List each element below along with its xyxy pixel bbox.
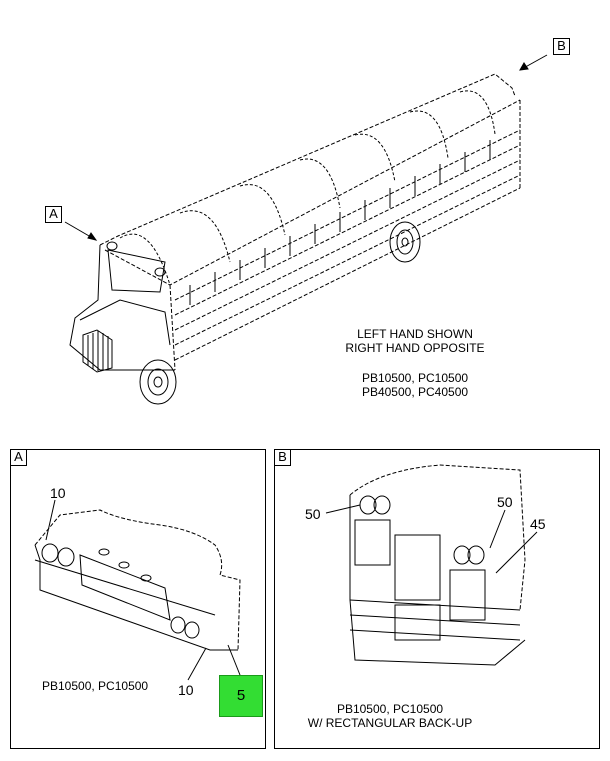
- callout-a-label: A: [45, 206, 62, 223]
- detail-b-panel: [274, 449, 600, 749]
- callout-50-left: 50: [305, 506, 321, 522]
- model-line-2: PB40500, PC40500: [361, 385, 469, 399]
- model-note: PB10500, PC10500 PB40500, PC40500: [340, 371, 490, 399]
- detail-b-models-line-2: W/ RECTANGULAR BACK-UP: [307, 716, 473, 730]
- callout-b-label: B: [553, 38, 570, 55]
- note-line-2: RIGHT HAND OPPOSITE: [345, 341, 485, 355]
- note-line-1: LEFT HAND SHOWN: [357, 327, 473, 341]
- detail-a-label: A: [10, 449, 27, 466]
- detail-b-models-line-1: PB10500, PC10500: [336, 702, 444, 716]
- highlighted-part-5[interactable]: 5: [219, 675, 263, 717]
- callout-50-right: 50: [497, 494, 513, 510]
- detail-b-models: PB10500, PC10500 W/ RECTANGULAR BACK-UP: [290, 702, 490, 730]
- callout-10-bottom: 10: [178, 682, 194, 698]
- model-line-1: PB10500, PC10500: [361, 371, 469, 385]
- callout-45: 45: [530, 516, 546, 532]
- detail-a-models: PB10500, PC10500: [42, 679, 149, 693]
- callout-10-top: 10: [50, 485, 66, 501]
- orientation-note: LEFT HAND SHOWN RIGHT HAND OPPOSITE: [340, 327, 490, 355]
- detail-a-panel: [10, 449, 266, 749]
- detail-b-label: B: [274, 449, 291, 466]
